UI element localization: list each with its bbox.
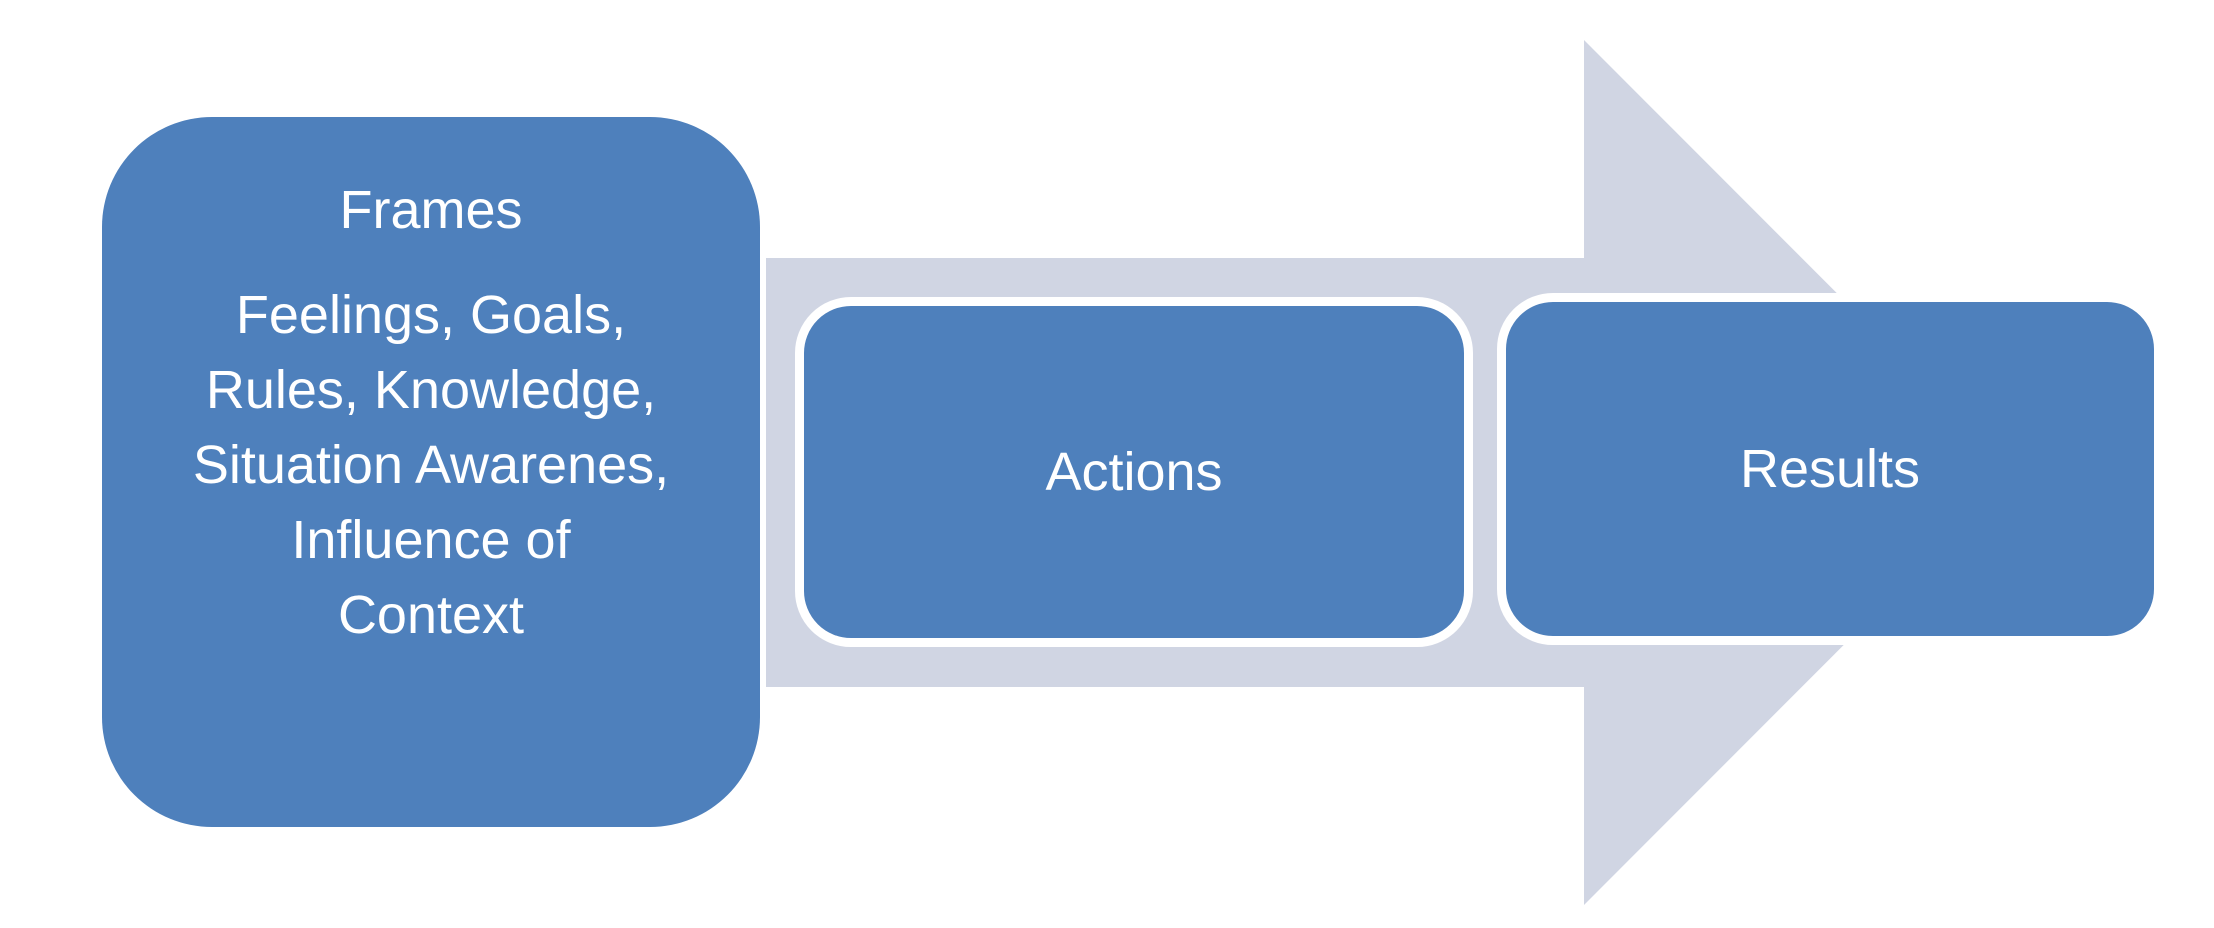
actions-box: Actions bbox=[795, 297, 1473, 647]
frames-box-body: Feelings, Goals,Rules, Knowledge,Situati… bbox=[192, 285, 670, 645]
frames-box: Frames Feelings, Goals,Rules, Knowledge,… bbox=[102, 117, 760, 827]
actions-box-label: Actions bbox=[1045, 442, 1223, 502]
results-box: Results bbox=[1497, 293, 2163, 645]
frames-box-title: Frames bbox=[339, 180, 523, 240]
results-box-label: Results bbox=[1739, 439, 1921, 499]
